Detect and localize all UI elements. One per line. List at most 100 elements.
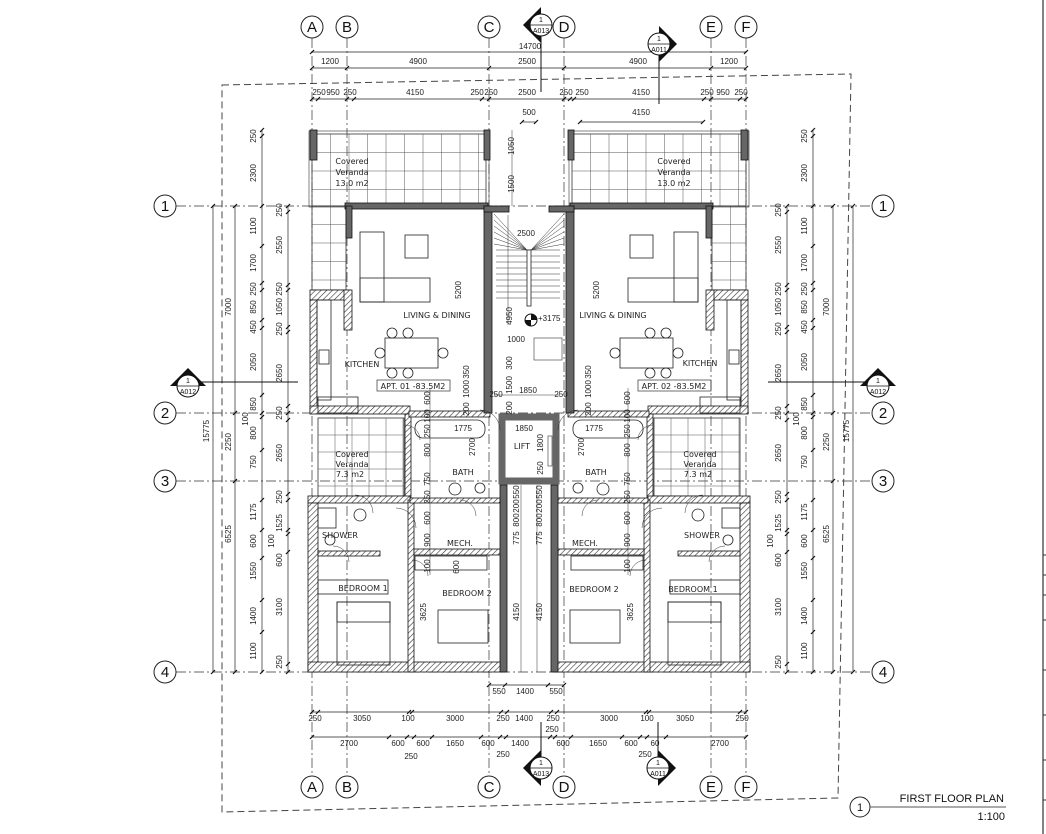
coffee-table [629, 234, 654, 259]
dim-interior: 600 [423, 511, 432, 525]
dim-top-inner: 500 [522, 108, 536, 117]
dimension-tick [259, 280, 265, 286]
section-mark-sheet: A013 [533, 28, 549, 35]
wall [344, 202, 489, 210]
dimension-tick [743, 96, 749, 102]
dim-interior: 2700 [468, 438, 477, 456]
dim-left-detail: 800 [249, 426, 258, 440]
dim-interior: 1775 [454, 424, 472, 433]
dimension-tick [309, 65, 315, 71]
dim-left-detail: 1100 [249, 217, 258, 235]
dim-interior: 100 [623, 409, 632, 423]
dimension-tick [429, 734, 435, 740]
kitchen-sink [318, 349, 330, 365]
dim-interior: 250 [423, 490, 432, 504]
dimension-tick [810, 280, 816, 286]
dimension-tick [810, 392, 816, 398]
wall [567, 129, 575, 161]
dim-interior: 250 [489, 390, 503, 399]
dimension-tick [784, 203, 790, 209]
bed-pillow-area [667, 601, 722, 623]
dim-interior: 4150 [535, 603, 544, 621]
level-marker-fill [525, 314, 537, 326]
veranda-top-left-label-1: Covered [335, 157, 368, 166]
bath-right-label: BATH [585, 468, 606, 477]
dimension-tick [810, 497, 816, 503]
dimension-tick [259, 392, 265, 398]
dim-right-wall: 250 [774, 406, 783, 420]
dimension-tick [502, 682, 508, 688]
grid-column-label: A [307, 779, 317, 796]
dim-bottom-extra: 250 [496, 750, 510, 759]
bed-pillow-area [336, 601, 391, 623]
dim-right-detail: 2050 [800, 353, 809, 371]
dimension-tick [486, 65, 492, 71]
wall [740, 299, 749, 414]
dimension-tick [571, 96, 577, 102]
shower-right-label: SHOWER [684, 531, 720, 540]
wall [552, 661, 751, 673]
dimension-tick [700, 119, 706, 125]
dimension-tick [285, 417, 291, 423]
dimension-tick [743, 65, 749, 71]
dimension-tick [561, 682, 567, 688]
grid-column-label: F [741, 779, 750, 796]
dim-interior: 4950 [505, 307, 514, 325]
sofa [359, 277, 431, 303]
toilet [572, 482, 584, 494]
wall [557, 497, 649, 504]
dim-interior: 1000 [462, 380, 471, 398]
grid-row-label: 3 [879, 473, 887, 490]
view-number: 1 [857, 802, 863, 814]
level-marker-label: +3175 [538, 314, 561, 323]
dimension-tick [259, 127, 265, 133]
dimension-tick [810, 287, 816, 293]
wash-basin [448, 482, 462, 496]
dimension-tick [259, 243, 265, 249]
veranda-low-left-area: 7.3 m2 [336, 470, 364, 479]
chair [437, 347, 449, 359]
dim-interior: 350 [584, 365, 593, 379]
wall [309, 299, 318, 414]
dimension-tick [545, 682, 551, 688]
dim-top-detail: 250 [559, 88, 573, 97]
wardrobe [570, 555, 644, 571]
stair-winder [493, 243, 528, 251]
wash-basin [353, 508, 367, 522]
dim-interior: 900 [423, 533, 432, 547]
dimension-tick [344, 96, 350, 102]
section-mark-sheet: A012 [180, 389, 196, 396]
room-labels: Covered Veranda 13.0 m2 Covered Veranda … [322, 157, 720, 598]
dimension-tick [547, 734, 553, 740]
dim-left-detail: 1550 [249, 562, 258, 580]
grid-bubble [552, 15, 576, 39]
dim-right-detail: 2300 [800, 164, 809, 182]
wall [569, 202, 714, 210]
dimension-tick [784, 417, 790, 423]
wall [317, 550, 381, 557]
dim-interior: 200 [512, 499, 521, 513]
dim-interior: 800 [423, 443, 432, 457]
dim-left-wall: 250 [275, 282, 284, 296]
stair-winder [530, 231, 565, 251]
wall [307, 502, 319, 673]
section-mark-number: 1 [657, 36, 661, 43]
lift-label: LIFT [514, 442, 530, 451]
dim-right-wall: 3100 [774, 598, 783, 616]
mech-left-label: MECH. [447, 539, 473, 548]
dimension-tick [810, 669, 816, 675]
wardrobe [414, 555, 488, 571]
dim-top-detail: 250 [734, 88, 748, 97]
dim-interior: 3625 [419, 603, 428, 621]
section-mark-number: 1 [876, 378, 880, 385]
grid-column-label: D [559, 19, 570, 36]
door-swing [411, 559, 429, 577]
dim-left-detail: 600 [249, 534, 258, 548]
wall [548, 205, 575, 213]
dim-interior: 600 [423, 391, 432, 405]
chair [402, 367, 414, 379]
wall [408, 410, 491, 418]
dimension-tick [810, 555, 816, 561]
dimension-tick [568, 734, 574, 740]
